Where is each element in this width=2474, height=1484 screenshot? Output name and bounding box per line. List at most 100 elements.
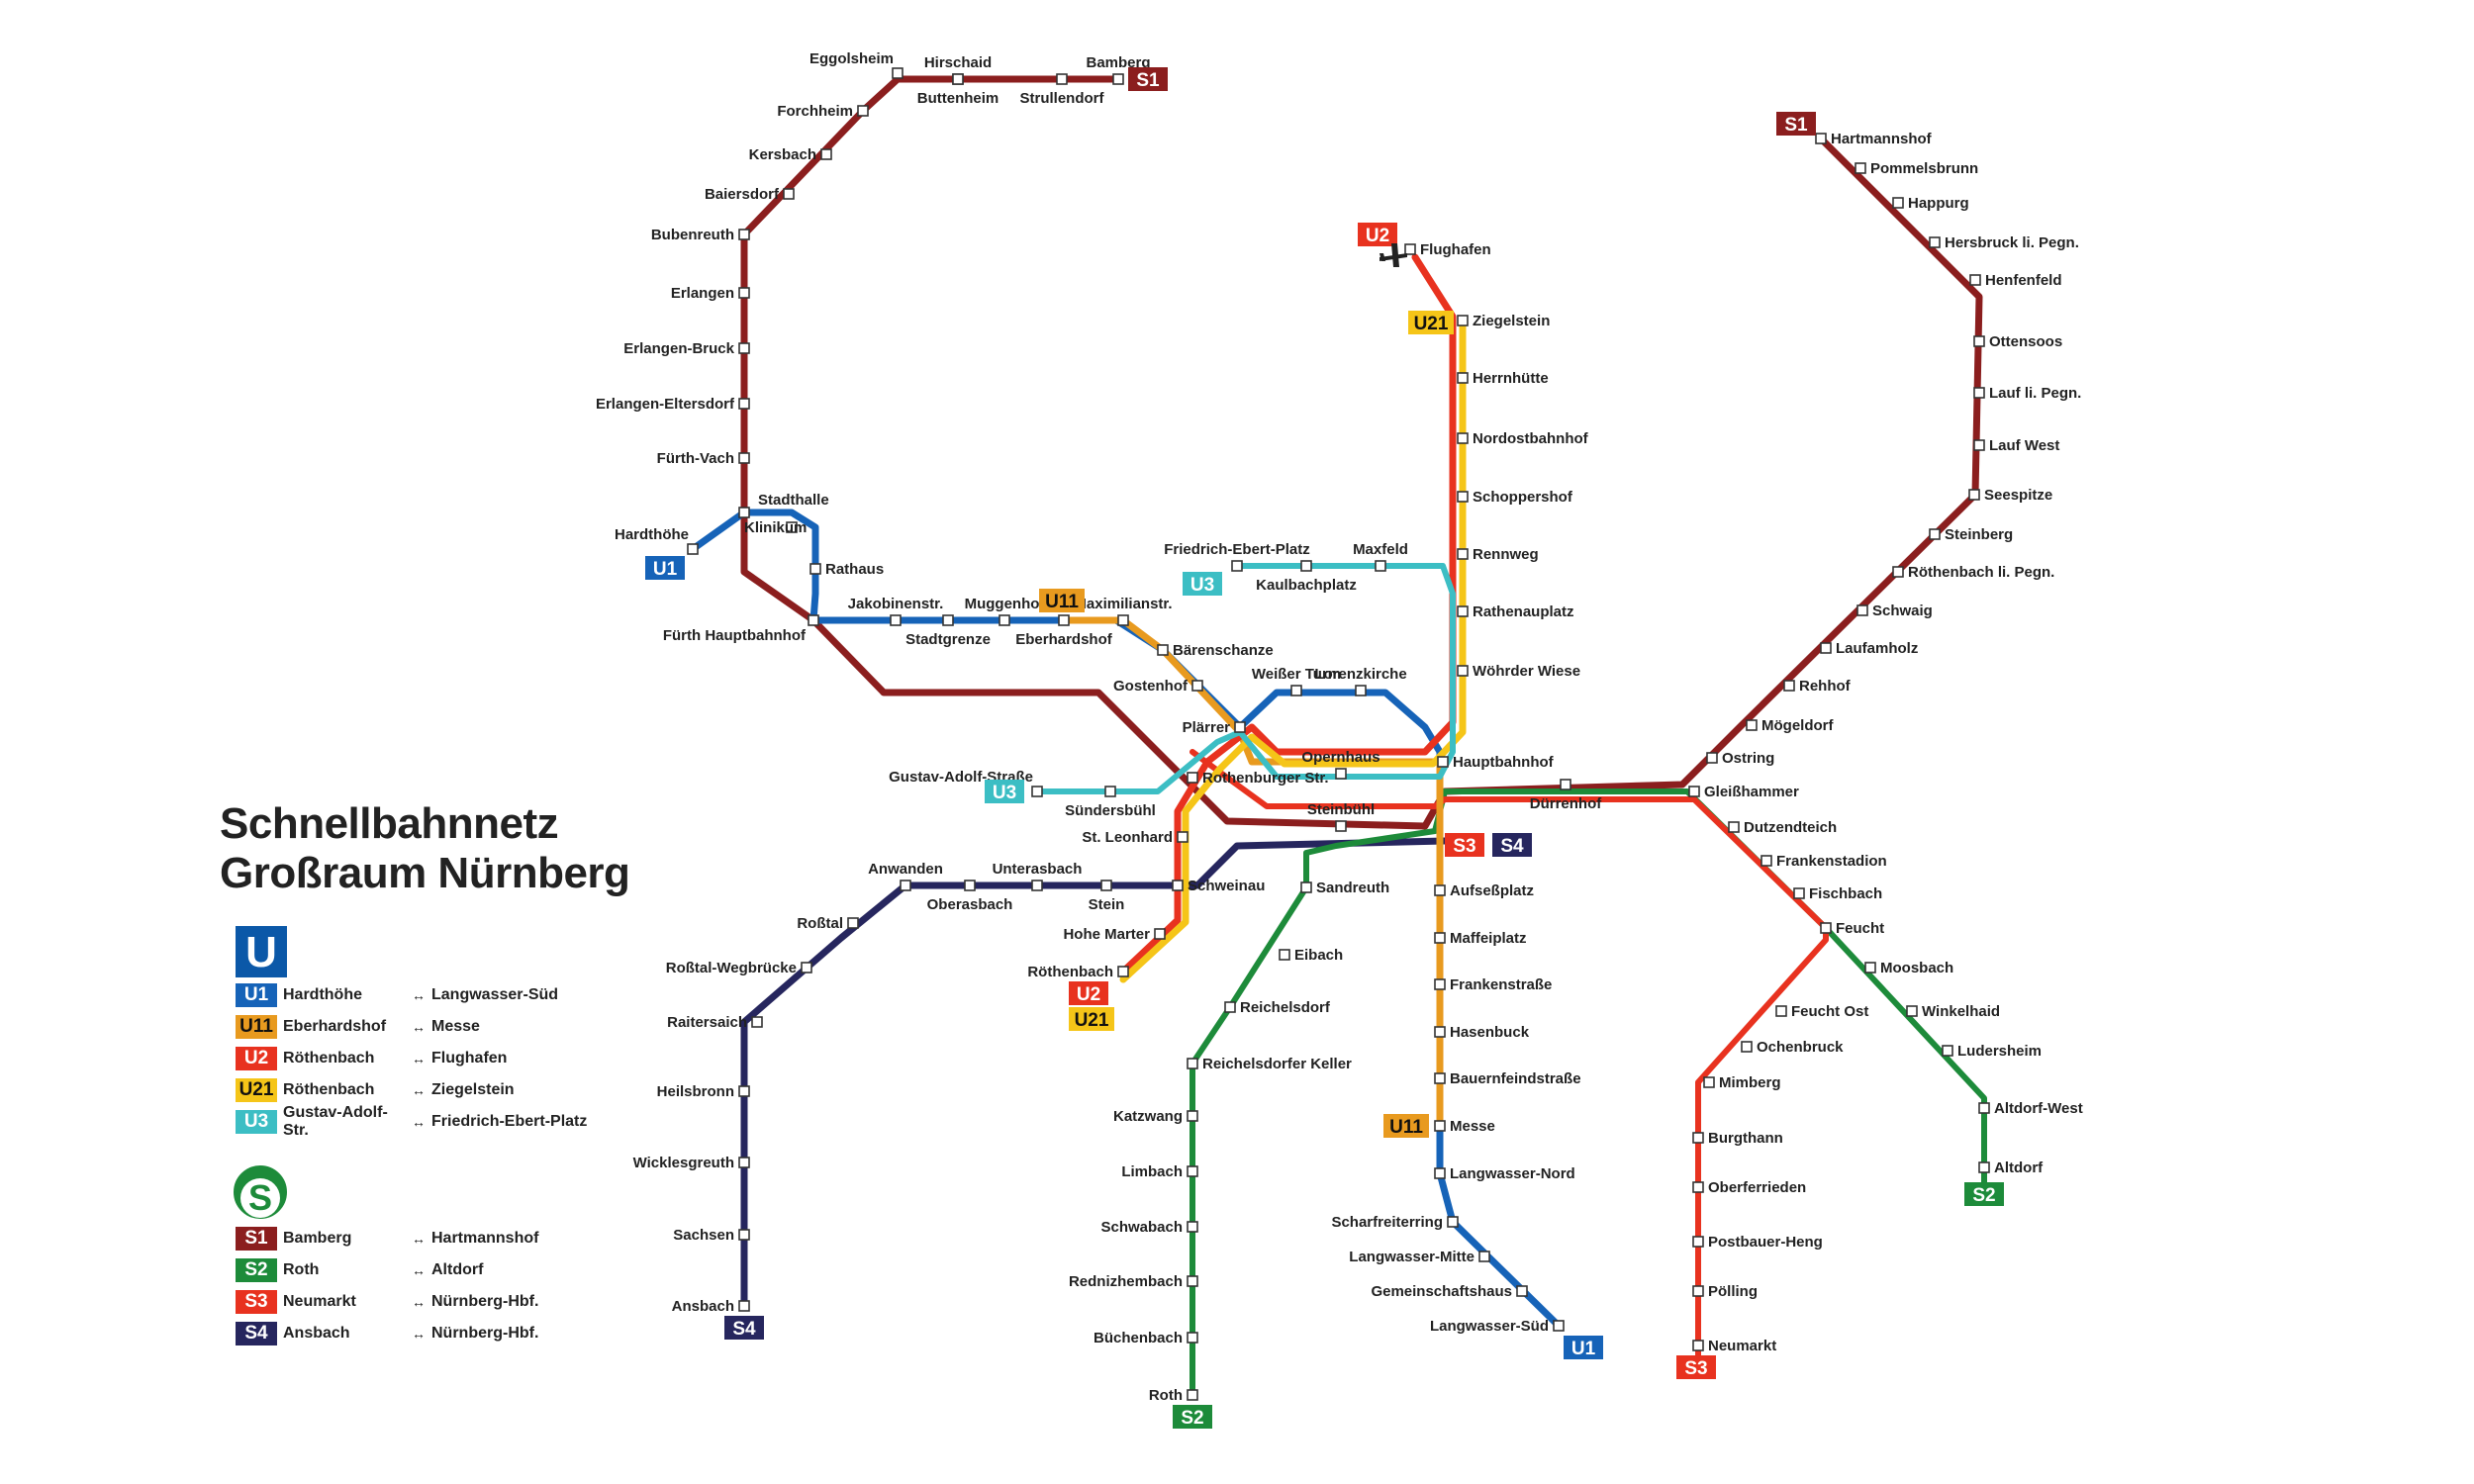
station-röthenbach[interactable] xyxy=(1117,966,1129,977)
station-ochenbruck[interactable] xyxy=(1741,1041,1753,1053)
station-langwasser-süd[interactable] xyxy=(1553,1320,1565,1332)
station-schweinau[interactable] xyxy=(1172,880,1184,891)
station-plärrer[interactable] xyxy=(1234,721,1246,733)
station-weißer-turm[interactable] xyxy=(1290,685,1302,696)
station-klinikum[interactable] xyxy=(786,521,798,533)
station-nordostbahnhof[interactable] xyxy=(1457,432,1469,444)
station-muggenhof[interactable] xyxy=(999,614,1010,626)
station-rednizhembach[interactable] xyxy=(1187,1275,1198,1287)
station-rehhof[interactable] xyxy=(1783,680,1795,692)
station-büchenbach[interactable] xyxy=(1187,1332,1198,1344)
station-gustav-adolf-straße[interactable] xyxy=(1031,786,1043,797)
station-schoppershof[interactable] xyxy=(1457,491,1469,503)
station-kaulbachplatz[interactable] xyxy=(1300,560,1312,572)
station-lauf-li-pegn[interactable] xyxy=(1973,387,1985,399)
station-altdorf-west[interactable] xyxy=(1978,1102,1990,1114)
station-moosbach[interactable] xyxy=(1864,962,1876,974)
station-pommelsbrunn[interactable] xyxy=(1855,162,1866,174)
station-eibach[interactable] xyxy=(1279,949,1290,961)
station-sachsen[interactable] xyxy=(738,1229,750,1241)
station-sündersbühl[interactable] xyxy=(1104,786,1116,797)
station-frankenstadion[interactable] xyxy=(1760,855,1772,867)
station-dürrenhof[interactable] xyxy=(1560,779,1571,790)
station-langwasser-nord[interactable] xyxy=(1434,1167,1446,1179)
station-feucht[interactable] xyxy=(1820,922,1832,934)
station-bamberg[interactable] xyxy=(1112,73,1124,85)
station-roßtal-wegbrücke[interactable] xyxy=(801,962,812,974)
station-strullendorf[interactable] xyxy=(1056,73,1068,85)
station-rennweg[interactable] xyxy=(1457,548,1469,560)
station-pölling[interactable] xyxy=(1692,1285,1704,1297)
station-bärenschanze[interactable] xyxy=(1157,644,1169,656)
station-erlangen-bruck[interactable] xyxy=(738,342,750,354)
station-fischbach[interactable] xyxy=(1793,887,1805,899)
station-oberferrieden[interactable] xyxy=(1692,1181,1704,1193)
station-ottensoos[interactable] xyxy=(1973,335,1985,347)
station-ansbach[interactable] xyxy=(738,1300,750,1312)
station-herrnhütte[interactable] xyxy=(1457,372,1469,384)
station-lorenzkirche[interactable] xyxy=(1355,685,1367,696)
station-kersbach[interactable] xyxy=(820,148,832,160)
station-baiersdorf[interactable] xyxy=(783,188,795,200)
station-friedrich-ebert-platz[interactable] xyxy=(1231,560,1243,572)
station-steinbühl[interactable] xyxy=(1335,820,1347,832)
station-hardthöhe[interactable] xyxy=(687,543,699,555)
station-forchheim[interactable] xyxy=(857,105,869,117)
station-röthenbach-li-pegn[interactable] xyxy=(1892,566,1904,578)
station-bauernfeindstraße[interactable] xyxy=(1434,1072,1446,1084)
station-anwanden[interactable] xyxy=(900,880,911,891)
station-erlangen-eltersdorf[interactable] xyxy=(738,398,750,410)
station-heilsbronn[interactable] xyxy=(738,1085,750,1097)
station-opernhaus[interactable] xyxy=(1335,768,1347,780)
station-winkelhaid[interactable] xyxy=(1906,1005,1918,1017)
station-stadthalle[interactable] xyxy=(738,507,750,518)
station-neumarkt[interactable] xyxy=(1692,1340,1704,1351)
station-rothenburger-str[interactable] xyxy=(1187,772,1198,784)
station-burgthann[interactable] xyxy=(1692,1132,1704,1144)
station-feucht-ost[interactable] xyxy=(1775,1005,1787,1017)
station-maxfeld[interactable] xyxy=(1375,560,1386,572)
station-hartmannshof[interactable] xyxy=(1815,133,1827,144)
station-hauptbahnhof[interactable] xyxy=(1437,756,1449,768)
station-limbach[interactable] xyxy=(1187,1165,1198,1177)
station-stadtgrenze[interactable] xyxy=(942,614,954,626)
station-hasenbuck[interactable] xyxy=(1434,1026,1446,1038)
station-henfenfeld[interactable] xyxy=(1969,274,1981,286)
station-hohe-marter[interactable] xyxy=(1154,928,1166,940)
station-maffeiplatz[interactable] xyxy=(1434,932,1446,944)
station-flughafen[interactable] xyxy=(1404,243,1416,255)
station-gleißhammer[interactable] xyxy=(1688,786,1700,797)
station-laufamholz[interactable] xyxy=(1820,642,1832,654)
station-seespitze[interactable] xyxy=(1968,489,1980,501)
station-lauf-west[interactable] xyxy=(1973,439,1985,451)
station-messe[interactable] xyxy=(1434,1120,1446,1132)
station-roth[interactable] xyxy=(1187,1389,1198,1401)
station-reichelsdorfer-keller[interactable] xyxy=(1187,1058,1198,1069)
station-schwaig[interactable] xyxy=(1856,604,1868,616)
station-mimberg[interactable] xyxy=(1703,1076,1715,1088)
station-maximilianstr[interactable] xyxy=(1117,614,1129,626)
station-ziegelstein[interactable] xyxy=(1457,315,1469,326)
station-happurg[interactable] xyxy=(1892,197,1904,209)
station-aufseßplatz[interactable] xyxy=(1434,884,1446,896)
station-raitersaich[interactable] xyxy=(751,1016,763,1028)
station-altdorf[interactable] xyxy=(1978,1161,1990,1173)
station-ostring[interactable] xyxy=(1706,752,1718,764)
station-roßtal[interactable] xyxy=(847,917,859,929)
station-jakobinenstr[interactable] xyxy=(890,614,902,626)
station-scharfreiterring[interactable] xyxy=(1447,1216,1459,1228)
station-katzwang[interactable] xyxy=(1187,1110,1198,1122)
station-rathaus[interactable] xyxy=(809,563,821,575)
station-erlangen[interactable] xyxy=(738,287,750,299)
station-unterasbach[interactable] xyxy=(1031,880,1043,891)
station-gostenhof[interactable] xyxy=(1191,680,1203,692)
station-steinberg[interactable] xyxy=(1929,528,1941,540)
station-gemeinschaftshaus[interactable] xyxy=(1516,1285,1528,1297)
station-fürth-vach[interactable] xyxy=(738,452,750,464)
station-reichelsdorf[interactable] xyxy=(1224,1001,1236,1013)
station-buttenheim[interactable] xyxy=(952,73,964,85)
station-postbauer-heng[interactable] xyxy=(1692,1236,1704,1248)
station-frankenstraße[interactable] xyxy=(1434,978,1446,990)
station-langwasser-mitte[interactable] xyxy=(1478,1251,1490,1262)
station-eberhardshof[interactable] xyxy=(1058,614,1070,626)
